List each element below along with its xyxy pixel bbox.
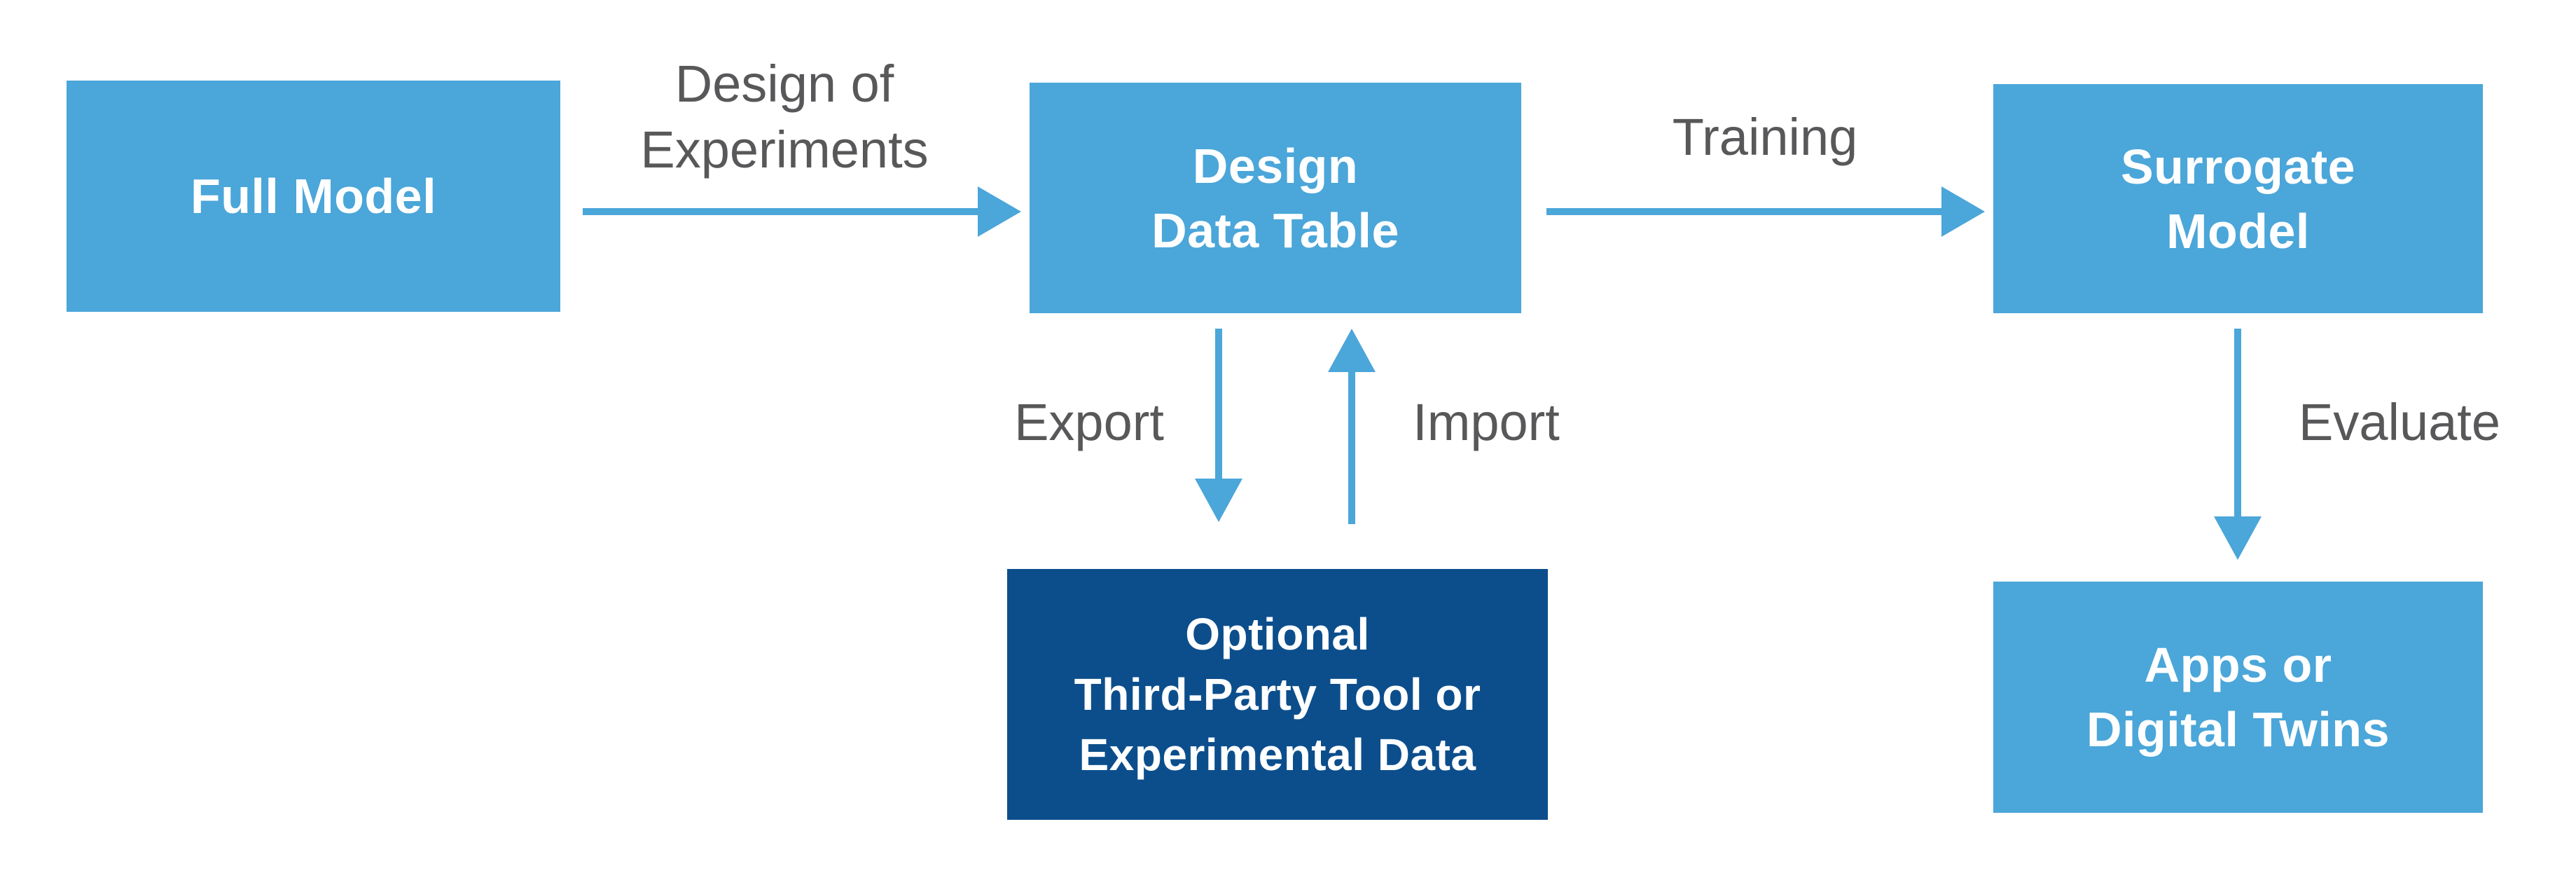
node-surrogate-model: Surrogate Model — [1993, 84, 2483, 313]
arrow-line — [2234, 329, 2241, 518]
arrow-head-down-icon — [1195, 479, 1242, 522]
training-label: Training — [1672, 108, 1858, 166]
export-label: Export — [1014, 393, 1164, 451]
design-of-experiments-label: Design of Experiments — [640, 55, 929, 179]
node-surrogate-model-label: Surrogate Model — [2120, 139, 2356, 259]
import-label: Import — [1413, 393, 1560, 451]
node-apps-digital-twins: Apps or Digital Twins — [1993, 582, 2483, 813]
node-apps-digital-twins-label: Apps or Digital Twins — [2086, 638, 2390, 757]
arrow-head-up-icon — [1328, 329, 1376, 372]
arrow-head-down-icon — [2214, 516, 2262, 560]
node-full-model-label: Full Model — [190, 169, 437, 224]
node-third-party-tool-label: Optional Third-Party Tool or Experimenta… — [1074, 609, 1481, 780]
arrow-line — [1546, 208, 1943, 215]
node-design-data-table: Design Data Table — [1030, 83, 1521, 313]
arrow-head-right-icon — [978, 186, 1021, 237]
arrow-line — [1348, 371, 1355, 524]
arrow-line — [583, 208, 979, 215]
node-full-model: Full Model — [67, 81, 560, 312]
node-design-data-table-label: Design Data Table — [1151, 138, 1399, 258]
evaluate-label: Evaluate — [2299, 393, 2500, 451]
node-third-party-tool: Optional Third-Party Tool or Experimenta… — [1007, 569, 1548, 820]
arrow-head-right-icon — [1941, 186, 1985, 237]
arrow-line — [1215, 329, 1222, 480]
